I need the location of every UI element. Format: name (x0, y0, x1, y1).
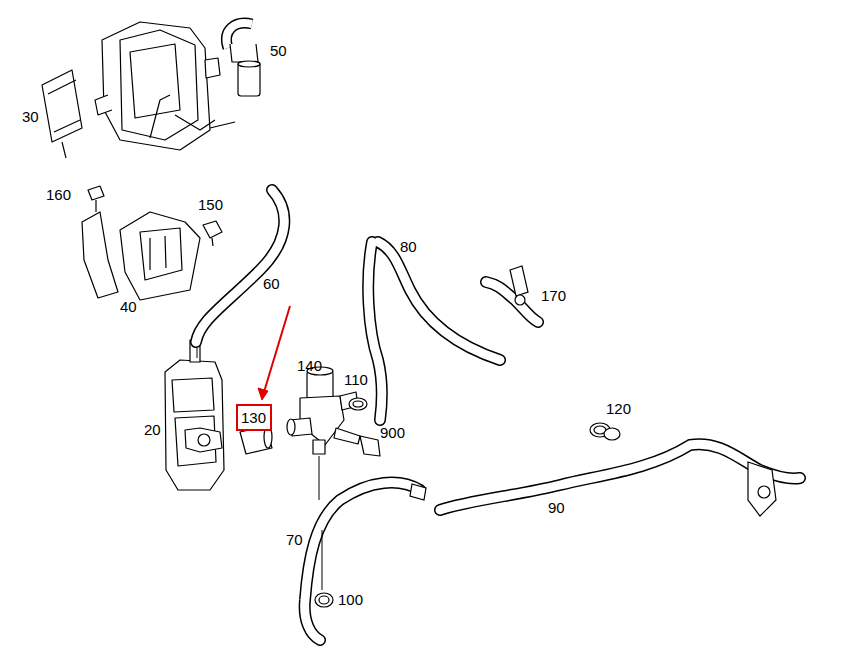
callout-number: 80 (400, 238, 417, 255)
callout-number: 50 (270, 42, 287, 59)
callout-number: 170 (541, 287, 566, 304)
callout-number: 140 (297, 357, 322, 374)
callout-number: 100 (338, 591, 363, 608)
callout-number: 60 (263, 275, 280, 292)
callout-number: 160 (46, 186, 71, 203)
highlight-box: 130 (236, 404, 272, 431)
callout-number: 130 (241, 409, 267, 426)
callout-number: 30 (22, 108, 39, 125)
callout-number: 120 (606, 400, 631, 417)
callout-number: 40 (120, 298, 137, 315)
callout-number: 900 (380, 424, 405, 441)
callout-number: 20 (144, 421, 161, 438)
callout-number: 70 (286, 531, 303, 548)
callout-number: 150 (198, 196, 223, 213)
callout-number: 90 (548, 499, 565, 516)
callout-number: 110 (344, 371, 368, 388)
